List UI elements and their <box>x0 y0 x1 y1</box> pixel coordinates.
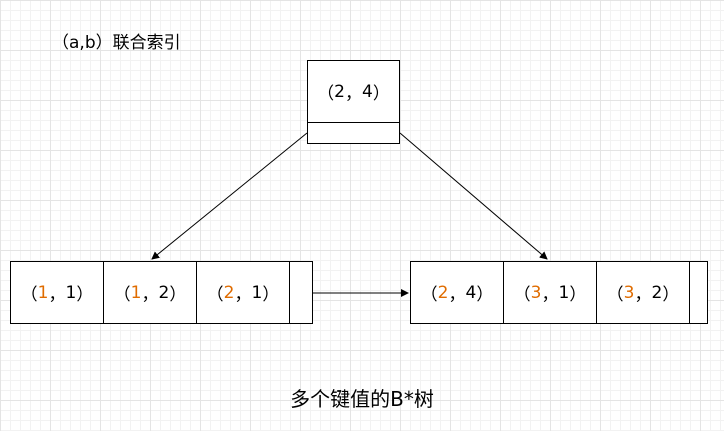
leaf-node-left: （1，1） （1，2） （2，1） <box>10 261 313 324</box>
index-title: （a,b）联合索引 <box>52 33 181 53</box>
edge-root-to-right-leaf <box>399 132 548 260</box>
leaf-key: （1，2） <box>104 262 197 323</box>
leaf-key: （3，2） <box>597 262 690 323</box>
diagram-caption: 多个键值的B*树 <box>290 387 434 411</box>
edge-root-to-left-leaf <box>151 132 308 260</box>
leaf-key: （3，1） <box>504 262 597 323</box>
leaf-key: （2，4） <box>411 262 504 323</box>
root-key: （2，4） <box>308 61 399 123</box>
leaf-key: （2，1） <box>197 262 290 323</box>
leaf-next-pointer <box>290 262 312 323</box>
leaf-next-pointer <box>690 262 707 323</box>
leaf-key: （1，1） <box>11 262 104 323</box>
leaf-node-right: （2，4） （3，1） （3，2） <box>410 261 708 324</box>
root-node: （2，4） <box>307 60 400 144</box>
